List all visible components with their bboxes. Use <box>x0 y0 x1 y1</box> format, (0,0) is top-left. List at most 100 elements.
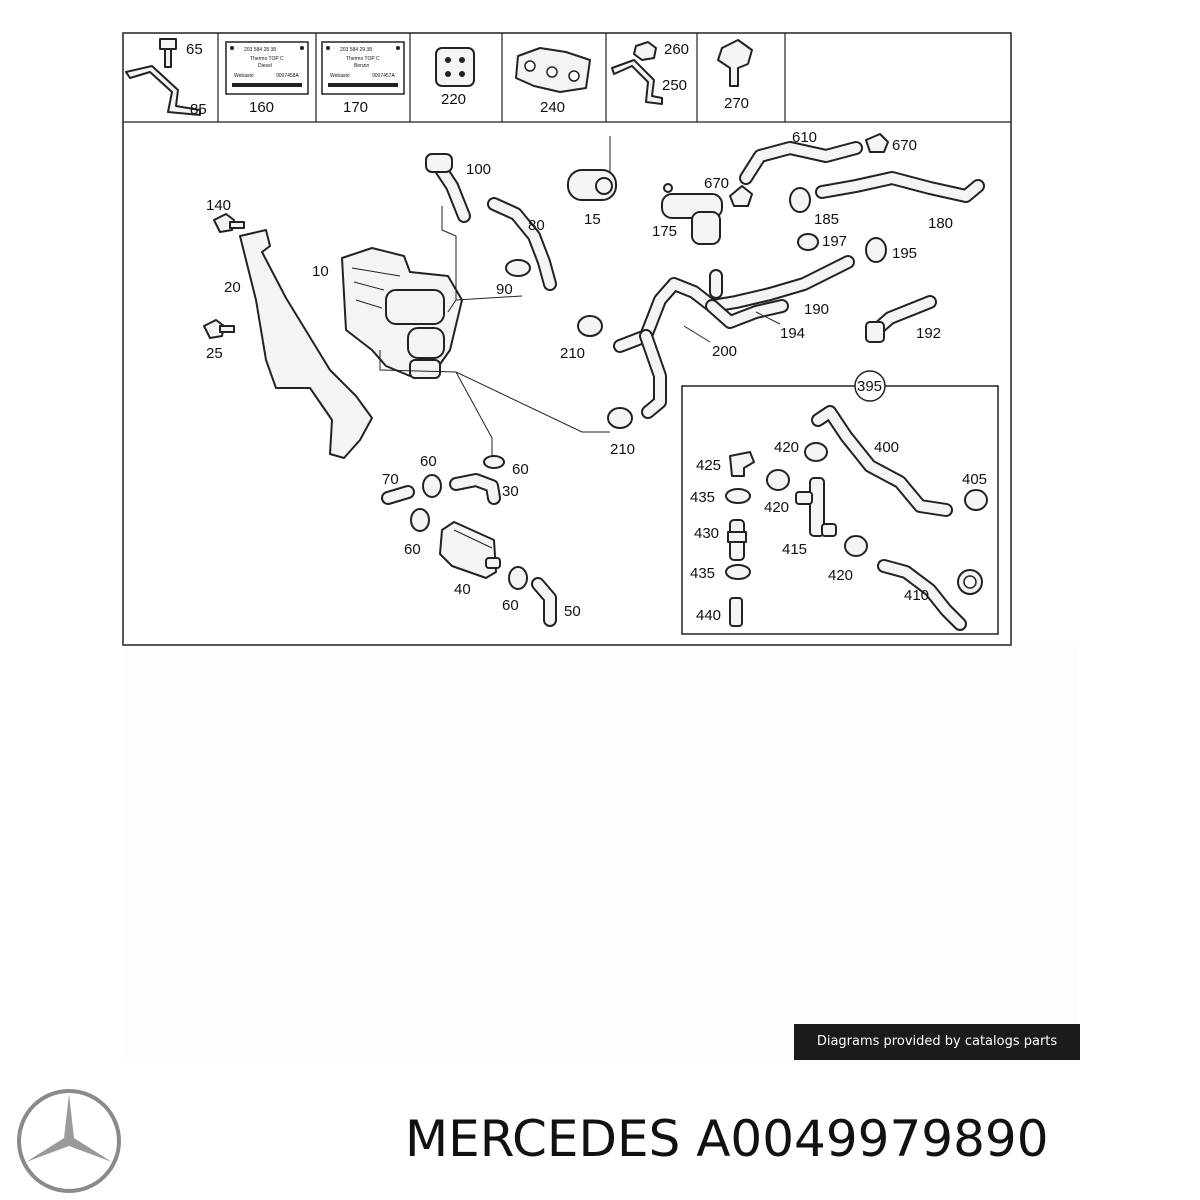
label-210b: 210 <box>610 441 635 458</box>
pipe-50 <box>531 577 557 627</box>
pipe-440-icon <box>729 597 743 627</box>
label-260: 260 <box>664 41 689 58</box>
label-50: 50 <box>564 603 581 620</box>
label-220: 220 <box>441 91 466 108</box>
label-170: 170 <box>343 99 368 116</box>
label-430: 430 <box>694 525 719 542</box>
label-240: 240 <box>540 99 565 116</box>
clamp-210b-icon <box>607 407 633 429</box>
tag-170: 203 584 29 38 Thermo TOP C Benzin Webast… <box>321 41 405 95</box>
tag-160: 203 584 28 38 Thermo TOP C Diesel Webast… <box>225 41 309 95</box>
label-395: 395 <box>857 378 882 395</box>
tag-160-line-3: Diesel <box>258 63 272 69</box>
tag-160-line-1: 203 584 28 38 <box>244 47 276 53</box>
clamp-197-icon <box>797 233 819 251</box>
label-415: 415 <box>782 541 807 558</box>
hose-192 <box>865 295 937 343</box>
bracket-85-icon <box>125 65 201 116</box>
tag-160-line-2: Thermo TOP C <box>250 56 284 62</box>
label-420a: 420 <box>774 439 799 456</box>
tag-170-line-2: Thermo TOP C <box>346 56 380 62</box>
label-60d: 60 <box>502 597 519 614</box>
label-440: 440 <box>696 607 721 624</box>
hose-180 <box>815 171 985 203</box>
label-185: 185 <box>814 211 839 228</box>
label-30: 30 <box>502 483 519 500</box>
diagram-background <box>123 645 1078 1058</box>
label-10: 10 <box>312 263 329 280</box>
nut-260-icon <box>633 41 657 61</box>
clamp-435a-icon <box>725 488 751 504</box>
label-60c: 60 <box>404 541 421 558</box>
clamp-90-icon <box>505 259 531 277</box>
label-15: 15 <box>584 211 601 228</box>
pump-15-icon <box>567 136 617 201</box>
bracket-20-icon <box>239 229 373 459</box>
subgroup-395-badge <box>854 370 886 402</box>
tag-160-line-4: Webasto <box>234 73 254 79</box>
clamp-60a-icon <box>483 455 505 469</box>
leader-194 <box>755 311 781 325</box>
label-270: 270 <box>724 95 749 112</box>
label-435a: 435 <box>690 489 715 506</box>
clamp-60b-icon <box>422 474 442 498</box>
tag-170-line-5: 9007457A <box>372 73 395 79</box>
label-670b: 670 <box>892 137 917 154</box>
hose-70 <box>381 485 415 505</box>
clamp-435b-icon <box>725 564 751 580</box>
hose-200 <box>613 255 855 419</box>
tag-160-line-5: 9007458A <box>276 73 299 79</box>
leader-200 <box>683 325 711 343</box>
label-65: 65 <box>186 41 203 58</box>
label-410: 410 <box>904 587 929 604</box>
label-200: 200 <box>712 343 737 360</box>
tag-170-line-4: Webasto <box>330 73 350 79</box>
label-670a: 670 <box>704 175 729 192</box>
label-140: 140 <box>206 197 231 214</box>
label-190: 190 <box>804 301 829 318</box>
clip-670a-icon <box>729 185 753 207</box>
brand-part-number: MERCEDES A0049979890 <box>405 1110 1049 1168</box>
clamp-420b-icon <box>766 469 790 491</box>
clamp-210a-icon <box>577 315 603 337</box>
bolt-140-icon <box>213 213 245 233</box>
label-20: 20 <box>224 279 241 296</box>
valve-175-icon <box>661 183 723 245</box>
label-400: 400 <box>874 439 899 456</box>
bracket-250-icon <box>611 59 663 105</box>
hose-410 <box>877 559 967 631</box>
label-160: 160 <box>249 99 274 116</box>
heater-10-icon <box>341 247 463 379</box>
clip-270-icon <box>717 39 753 87</box>
clamp-185-icon <box>789 187 811 213</box>
hose-30 <box>449 473 501 505</box>
clamp-420a-icon <box>804 442 828 462</box>
clip-670b-icon <box>865 133 889 153</box>
clamp-60c-icon <box>410 508 430 532</box>
label-197: 197 <box>822 233 847 250</box>
label-192: 192 <box>916 325 941 342</box>
label-180: 180 <box>928 215 953 232</box>
label-435b: 435 <box>690 565 715 582</box>
hose-80 <box>487 197 557 291</box>
clamp-60d-icon <box>508 566 528 590</box>
label-70: 70 <box>382 471 399 488</box>
label-195: 195 <box>892 245 917 262</box>
label-420b: 420 <box>764 499 789 516</box>
label-610: 610 <box>792 129 817 146</box>
muffler-40-icon <box>439 521 501 579</box>
clamp-195-icon <box>865 237 887 263</box>
label-420c: 420 <box>828 567 853 584</box>
bolt-25-icon <box>203 319 235 339</box>
leader-60a <box>455 371 493 456</box>
label-425: 425 <box>696 457 721 474</box>
connector-430-icon <box>727 519 747 561</box>
label-85: 85 <box>190 101 207 118</box>
label-100: 100 <box>466 161 491 178</box>
hose-100 <box>425 153 471 223</box>
mercedes-star-logo-icon <box>17 1089 121 1193</box>
label-60b: 60 <box>420 453 437 470</box>
bolt-65-icon <box>159 38 177 68</box>
clip-220-icon <box>435 47 475 87</box>
